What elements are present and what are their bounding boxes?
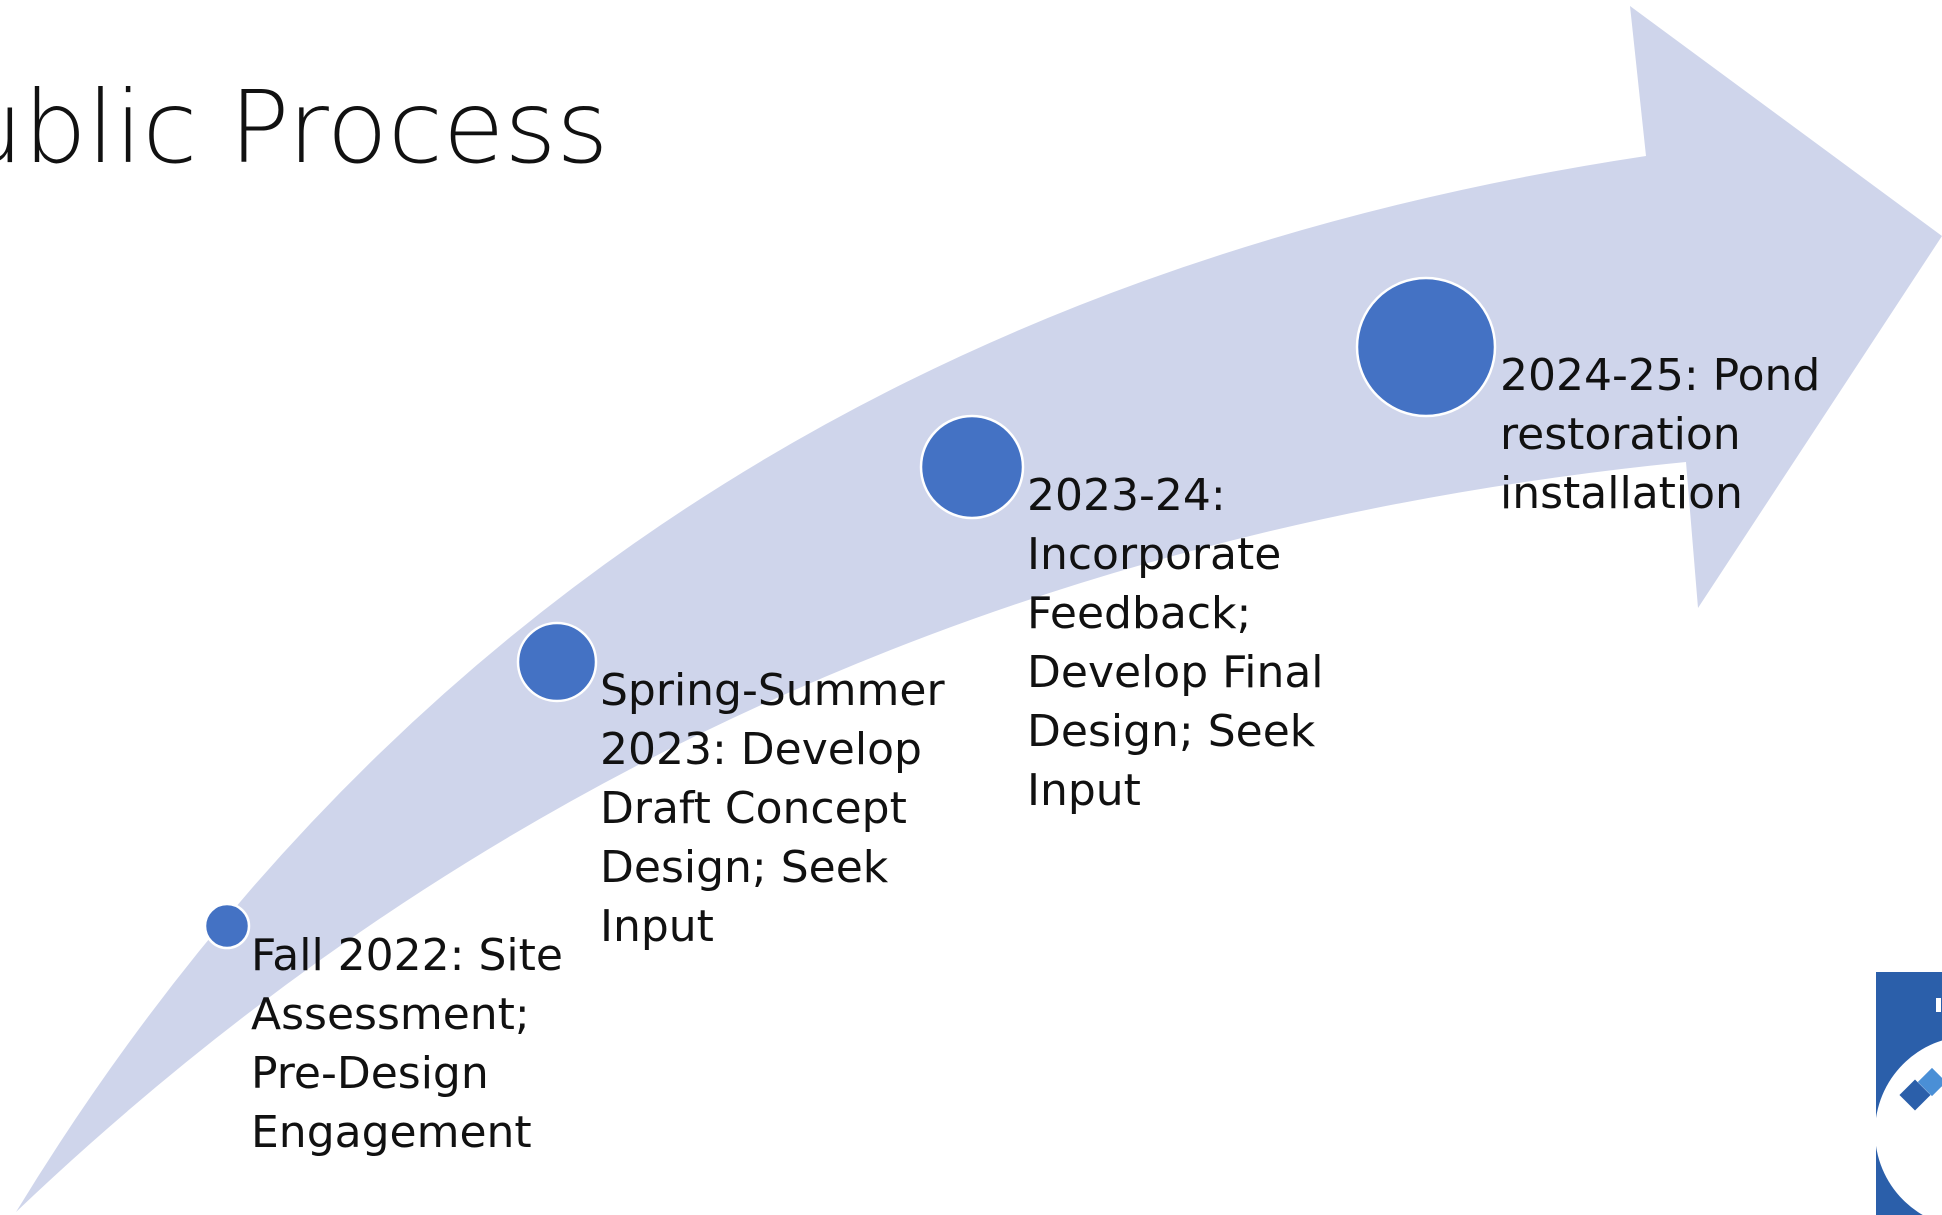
logo-mark — [1936, 998, 1941, 1012]
milestone-dots — [203, 276, 1497, 950]
milestone-dot-2023-24 — [919, 414, 1025, 520]
milestone-label-2024-25: 2024-25: Pond restoration installation — [1500, 350, 1821, 519]
slide-title: ublic Process — [0, 69, 609, 186]
milestone-dot-fall-2022 — [203, 902, 251, 950]
organization-logo — [1876, 972, 1942, 1215]
milestone-dot-2024-25 — [1355, 276, 1497, 418]
milestone-dot-spring-summer-2023 — [516, 621, 598, 703]
milestone-label-2023-24: 2023-24: Incorporate Feedback; Develop F… — [1027, 470, 1324, 816]
milestone-label-spring-summer-2023: Spring-Summer 2023: Develop Draft Concep… — [600, 665, 945, 952]
milestone-label-fall-2022: Fall 2022: Site Assessment; Pre-Design E… — [251, 930, 563, 1158]
